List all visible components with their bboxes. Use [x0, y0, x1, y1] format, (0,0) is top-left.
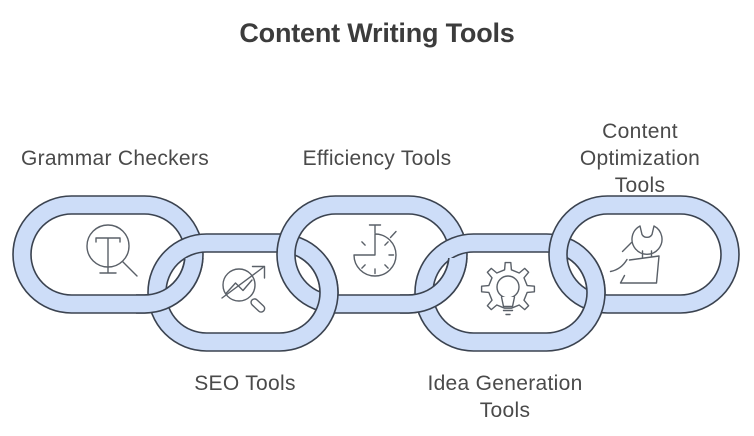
hand-wrench-icon [609, 225, 663, 284]
label-seo-tools: SEO Tools [194, 372, 296, 395]
gear-lightbulb-icon [480, 261, 536, 316]
label-efficiency-tools: Efficiency Tools [302, 147, 452, 170]
label-idea-generation-tools: Idea Generation Tools [427, 372, 583, 422]
chain-link-content-optimization-tools [548, 195, 740, 314]
text-magnifier-icon [86, 224, 138, 277]
page-title: Content Writing Tools [239, 18, 515, 48]
chart-magnifier-icon [221, 265, 266, 313]
label-grammar-checkers: Grammar Checkers [21, 147, 209, 170]
label-content-optimization-tools: Content Optimization Tools [579, 120, 701, 197]
stopwatch-icon [353, 224, 397, 277]
